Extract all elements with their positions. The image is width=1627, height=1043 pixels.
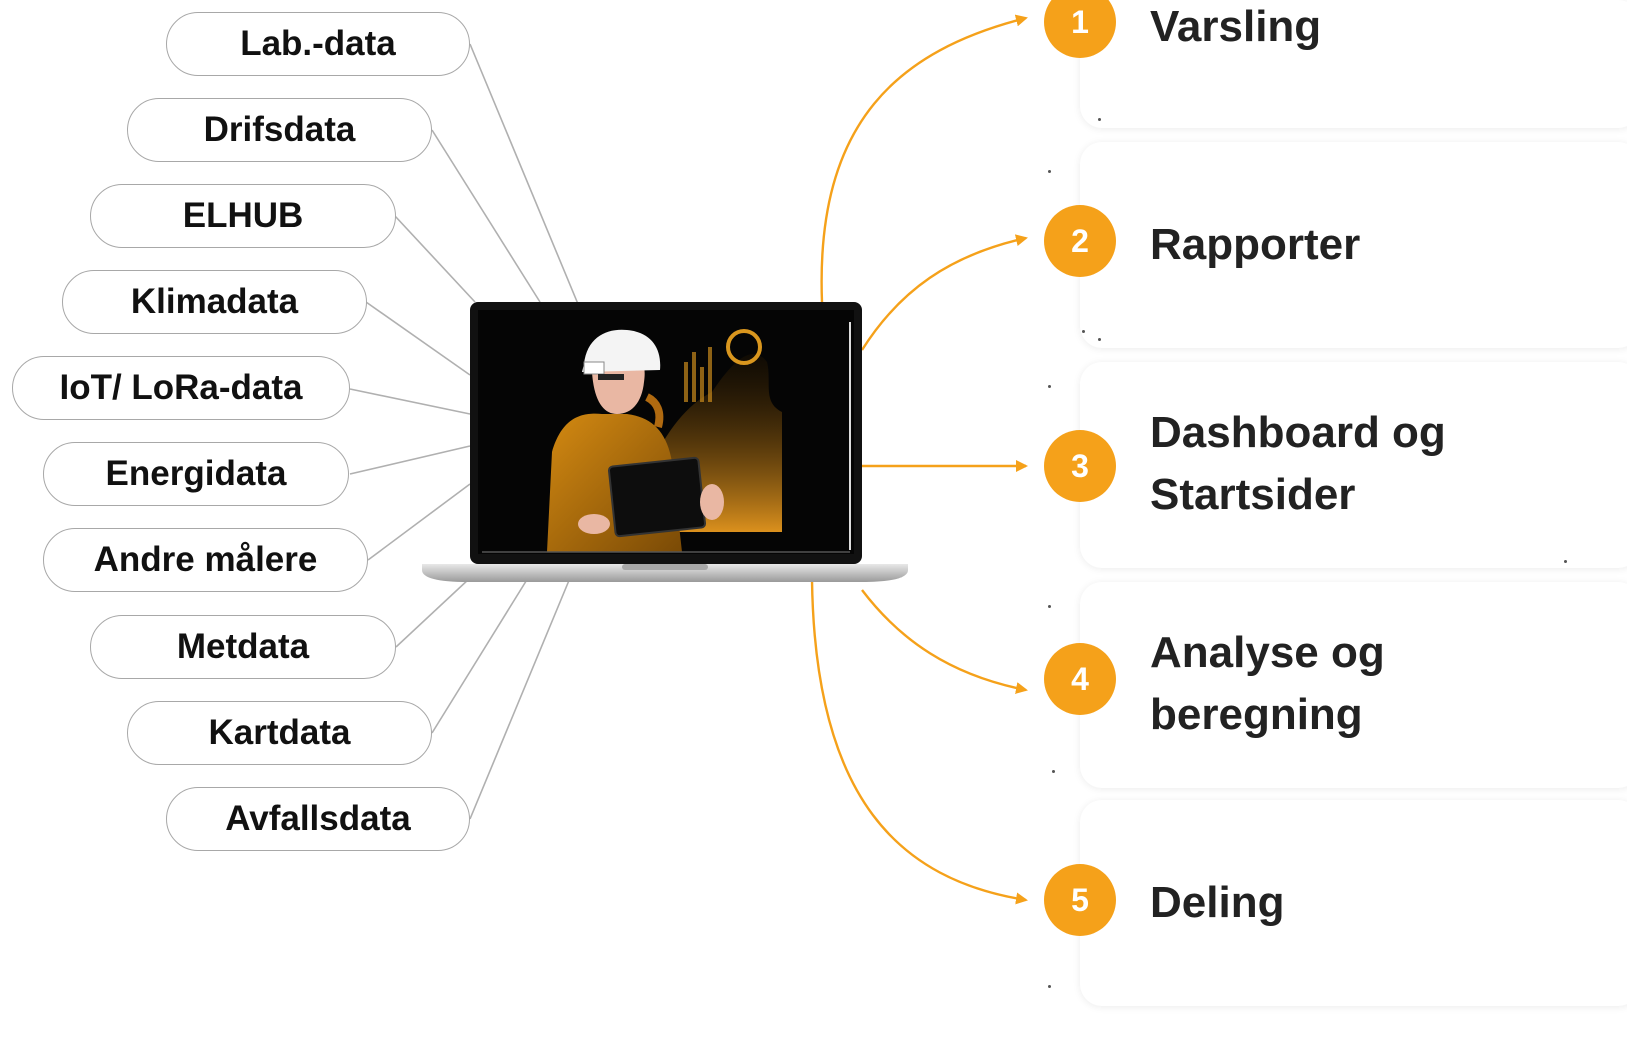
output-card-3 (1080, 362, 1627, 568)
input-label: Avfallsdata (225, 799, 411, 838)
arrow-analyse (861, 589, 1028, 694)
decorative-dot (1048, 605, 1051, 608)
laptop-base (422, 564, 908, 582)
output-card-1 (1080, 0, 1627, 128)
decorative-dot (1564, 560, 1567, 563)
arrow-rapporter (860, 234, 1028, 351)
connector-line-kartdata (431, 577, 529, 734)
input-label: ELHUB (182, 196, 304, 235)
connector-line-avfallsdata (469, 577, 571, 820)
connector-line-iot (349, 388, 471, 415)
connector-line-andre (367, 483, 471, 561)
decorative-dot (1098, 118, 1101, 121)
input-label: Andre målere (93, 540, 318, 579)
tablet (607, 456, 707, 538)
step-number: 4 (1071, 660, 1089, 697)
output-label-line: Analyse og (1150, 628, 1385, 677)
step-number: 2 (1071, 222, 1089, 259)
step-badge-5: 5 (1044, 864, 1116, 936)
connector-line-metdata (395, 577, 471, 648)
decorative-dot (1098, 338, 1101, 341)
output-label-analyse: Analyse og beregning (1150, 622, 1385, 746)
output-card-4 (1080, 582, 1627, 788)
output-label-varsling: Varsling (1150, 0, 1321, 58)
connector-line-drifsdata (431, 129, 541, 303)
output-card-5 (1080, 800, 1627, 1006)
step-badge-4: 4 (1044, 643, 1116, 715)
output-label-line: Startsider (1150, 470, 1356, 519)
output-label-rapporter: Rapporter (1150, 214, 1360, 276)
step-number: 3 (1071, 447, 1089, 484)
input-label: IoT/ LoRa-data (59, 368, 303, 407)
hard-hat (582, 329, 661, 372)
arrow-varsling (820, 14, 1028, 303)
step-number: 1 (1071, 3, 1089, 40)
step-number: 5 (1071, 881, 1089, 918)
input-pill-klimadata: Klimadata (62, 270, 367, 334)
connector-line-elhub (394, 215, 476, 303)
output-label-line: Varsling (1150, 2, 1322, 51)
step-badge-1: 1 (1044, 0, 1116, 58)
output-label-line: beregning (1150, 690, 1363, 739)
input-pill-lab-data: Lab.-data (166, 12, 470, 76)
input-pill-drifsdata: Drifsdata (127, 98, 432, 162)
input-label: Kartdata (208, 713, 351, 752)
step-badge-3: 3 (1044, 430, 1116, 502)
input-pill-andre-malere: Andre målere (43, 528, 368, 592)
input-pill-avfallsdata: Avfallsdata (166, 787, 470, 851)
input-pill-metdata: Metdata (90, 615, 396, 679)
decorative-dot (1082, 330, 1085, 333)
connector-line-energidata (349, 445, 471, 475)
input-label: Klimadata (130, 282, 299, 321)
output-label-line: Rapporter (1150, 220, 1361, 269)
output-card-2 (1080, 142, 1627, 348)
connector-line-lab (469, 43, 579, 305)
input-label: Metdata (176, 627, 310, 666)
input-label: Energidata (105, 454, 287, 493)
connector-line-klimadata (365, 301, 471, 376)
input-label: Lab.-data (240, 24, 396, 63)
output-label-dashboard: Dashboard og Startsider (1150, 402, 1446, 526)
input-pill-energidata: Energidata (43, 442, 349, 506)
input-pill-kartdata: Kartdata (127, 701, 432, 765)
output-label-line: Deling (1150, 878, 1285, 927)
decorative-dot (1052, 770, 1055, 773)
laptop-illustration (422, 302, 908, 582)
step-badge-2: 2 (1044, 205, 1116, 277)
decorative-dot (1048, 385, 1051, 388)
arrow-deling (810, 579, 1028, 905)
decorative-dot (1048, 985, 1051, 988)
input-pill-elhub: ELHUB (90, 184, 396, 248)
output-label-line: Dashboard og (1150, 408, 1446, 457)
decorative-dot (1048, 170, 1051, 173)
output-label-deling: Deling (1150, 872, 1284, 934)
input-label: Drifsdata (203, 110, 356, 149)
input-pill-iot-lora: IoT/ LoRa-data (12, 356, 350, 420)
